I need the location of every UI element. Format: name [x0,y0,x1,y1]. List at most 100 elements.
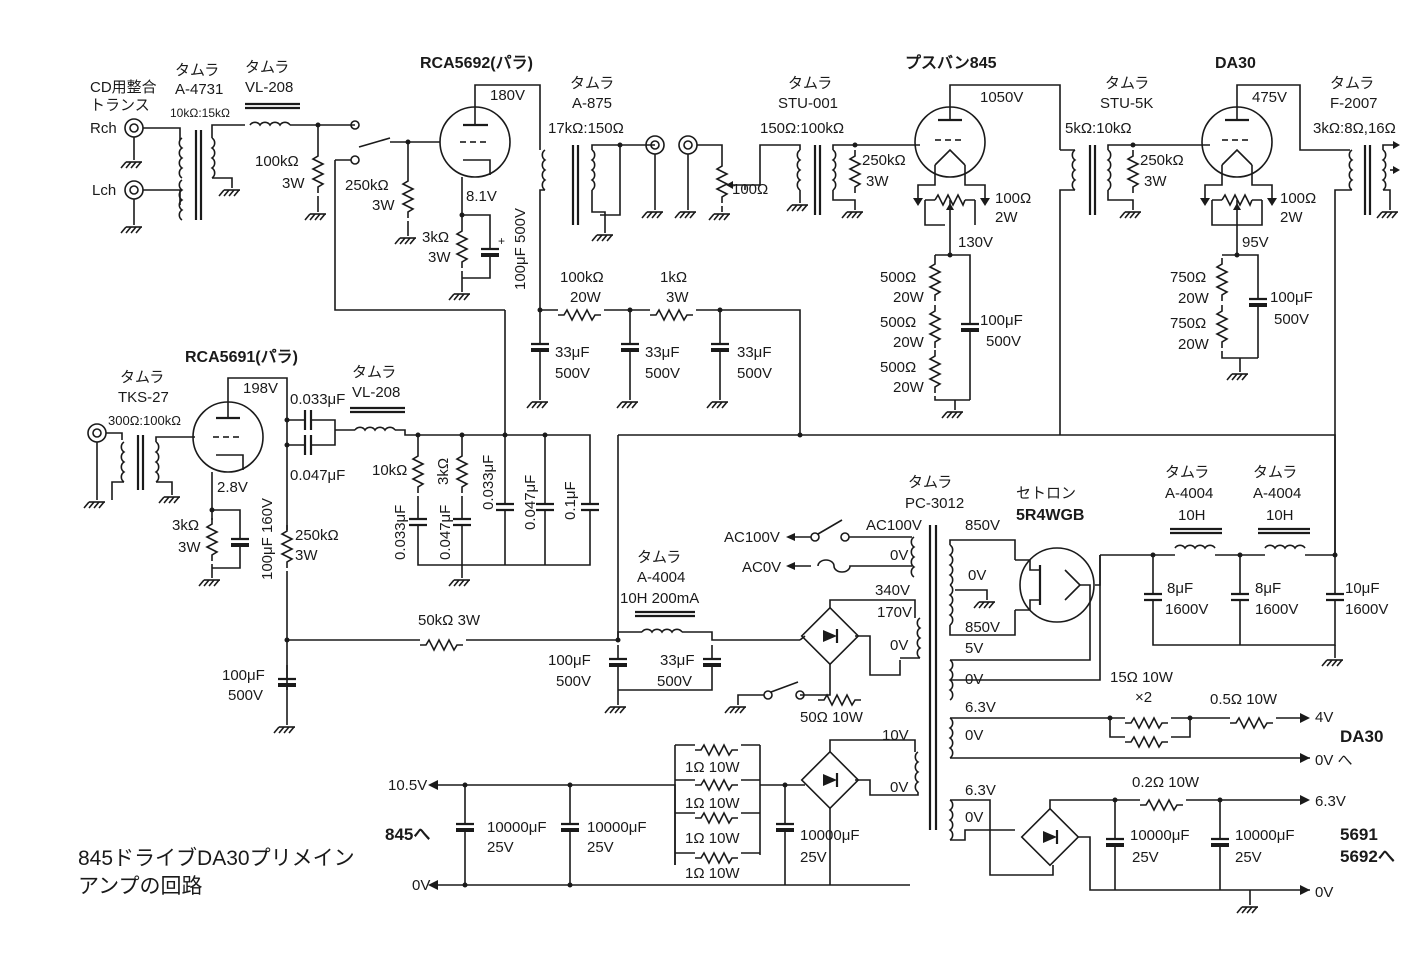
r750-p2: 20W [1178,336,1210,353]
rch-label: Rch [90,120,117,137]
low-b-supply: タムラ A-4004 10H 200mA 100μF 500V 33μF 500… [548,549,916,726]
c100u-d-value: 100μF [548,652,591,669]
eq-c2: 0.047μF [437,505,454,560]
pt-sec100: AC100V [866,517,922,534]
lch-input-jack[interactable] [124,180,144,200]
r250k-d-power: 3W [295,547,318,564]
eq-r2: 3kΩ [435,458,452,485]
v845-name: プスバン845 [905,53,997,72]
h5691-c1: 10000μF [1130,827,1190,844]
rch-input-jack[interactable] [124,118,144,138]
tks27-model: TKS-27 [118,389,169,406]
h845-c3v: 25V [800,849,827,866]
hvcap2-voltage: 1600V [1255,601,1298,618]
pt-model: PC-3012 [905,495,964,512]
eq-c5: 0.1μF [562,481,579,520]
pt-f5: 5V [965,640,983,657]
h5691-c2: 10000μF [1235,827,1295,844]
cd-label-2: トランス [90,97,150,114]
ac100-label: AC100V [724,529,780,546]
h5691-c2v: 25V [1235,849,1262,866]
r250k-b-value: 250kΩ [862,152,906,169]
stu5k-ratio: 5kΩ:10kΩ [1065,120,1132,137]
da30-x2: ×2 [1135,689,1152,706]
pt-h10: 10V [882,727,909,744]
a4004a-maker: タムラ [637,549,681,566]
cd-input-section: CD用整合 トランス Rch Lch タムラ A-4731 10kΩ:15kΩ … [90,59,505,311]
stu5k-maker: タムラ [1105,75,1149,92]
tks27-ratio: 300Ω:100kΩ [108,413,181,428]
volume-wiper[interactable] [745,144,785,186]
c-coupling-2: 0.047μF [290,467,345,484]
a4004a-spec: 10H 200mA [620,590,699,607]
a4731-maker: タムラ [175,62,219,79]
r100k-in-power: 3W [282,175,305,192]
r50k-label: 50kΩ 3W [418,612,481,629]
da30-heater-supply: 15Ω 10W ×2 0.5Ω 10W 4V 0V へ DA30 [1107,669,1383,769]
decouple-c2: 33μF [645,344,680,361]
vol-input-jack[interactable] [678,135,698,155]
lch-label: Lch [92,182,116,199]
r250k-a-value: 250kΩ [345,177,389,194]
hvcap3-value: 10μF [1345,580,1380,597]
vl208a-model: VL-208 [245,79,293,96]
power-switch[interactable] [817,519,843,535]
decouple-c3: 33μF [737,344,772,361]
pt-hv2: 850V [965,619,1000,636]
stu001-transformer: タムラ STU-001 150Ω:100kΩ 250kΩ 3W [760,75,920,219]
eq-r1: 10kΩ [372,462,407,479]
hvcap1-value: 8μF [1167,580,1193,597]
ac0-label: AC0V [742,559,781,576]
a4004c-spec: 10H [1266,507,1294,524]
r100-hum-b-power: 2W [1280,209,1303,226]
mc-input-jack[interactable] [87,423,107,443]
eq-c3: 0.033μF [480,455,497,510]
r3k-a-value: 3kΩ [422,229,449,246]
a875-ratio: 17kΩ:150Ω [548,120,624,137]
c33u-e-voltage: 500V [657,673,692,690]
v5691-plate-v: 198V [243,380,278,397]
fuse [817,559,912,573]
r500-p2: 20W [893,334,925,351]
da30-stage: DA30 475V 100Ω 2W 95V 750Ω 20W 750Ω 20W … [1170,55,1350,381]
v845-stage: プスバン845 1050V 100Ω 2W 130V 500Ω 20W 500Ω… [880,53,1061,419]
rca5691-stage: RCA5691(パラ) タムラ TKS-27 300Ω:100kΩ 198V 2… [83,348,618,734]
v5691-heater-supply: 0.2Ω 10W 6.3V 0V 10000μF 25V 10000μF 25V… [950,774,1395,914]
pt-b0: 0V [890,637,908,654]
h845-bridge-rectifier [800,750,860,810]
pt-h10z: 0V [890,779,908,796]
h5691-out: 6.3V [1315,793,1346,810]
h845-c3: 10000μF [800,827,860,844]
c-coupling-1: 0.033μF [290,391,345,408]
r250k-a-power: 3W [372,197,395,214]
decouple-r1: 100kΩ [560,269,604,286]
da30-heater-out: 4V [1315,709,1333,726]
vl208b-model: VL-208 [352,384,400,401]
a4004c-maker: タムラ [1253,464,1297,481]
rectifier-tube-5r4 [1019,547,1095,623]
h5691-zero: 0V [1315,884,1333,901]
r250k-d-value: 250kΩ [295,527,339,544]
v5692-cathode-v: 8.1V [466,188,497,205]
stu001-maker: タムラ [788,75,832,92]
r750-v2: 750Ω [1170,315,1206,332]
c100u-c-value: 100μF [222,667,265,684]
cd-label-1: CD用整合 [90,79,157,96]
low-b-switch[interactable] [770,681,799,693]
stu001-model: STU-001 [778,95,838,112]
r250k-b-power: 3W [866,173,889,190]
vda30-bias-v: 95V [1242,234,1269,251]
b-plus-decoupling: 100kΩ 20W 1kΩ 3W 33μF 500V 33μF 500V 33μ… [526,269,1336,640]
h845-r1: 1Ω 10W [685,759,740,776]
tks27-maker: タムラ [120,369,164,386]
r500-v3: 500Ω [880,359,916,376]
c100u-c-voltage: 500V [228,687,263,704]
input-selector-switch[interactable] [358,137,391,148]
decouple-c1v: 500V [555,365,590,382]
c100u-da30-value: 100μF [1270,289,1313,306]
c33u-e-value: 33μF [660,652,695,669]
a875-transformer: タムラ A-875 17kΩ:150Ω 100Ω [539,75,785,310]
r500-p1: 20W [893,289,925,306]
